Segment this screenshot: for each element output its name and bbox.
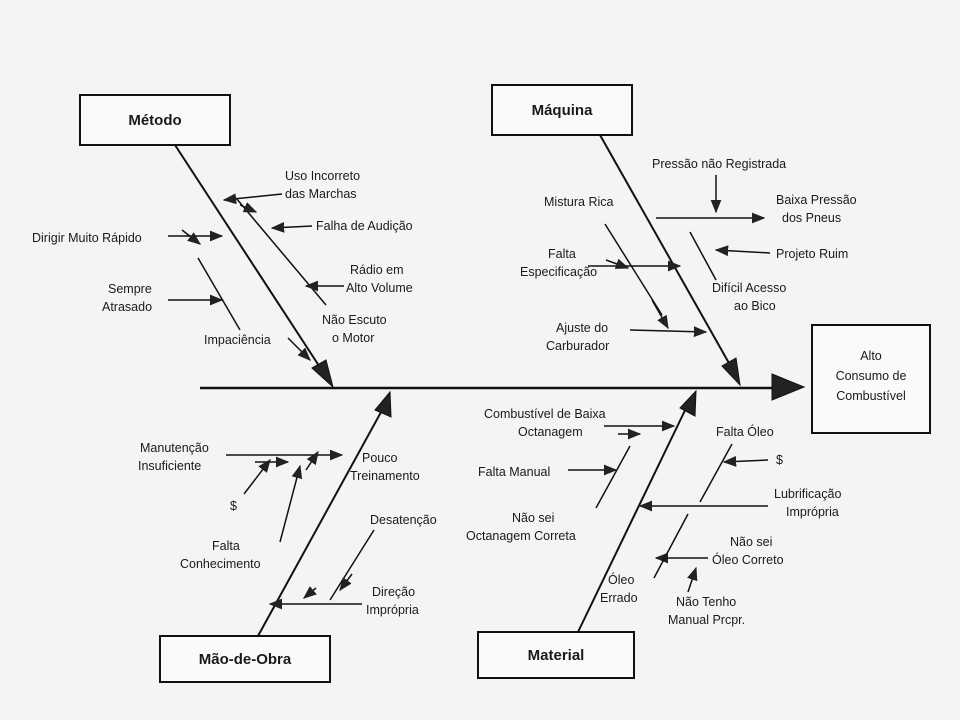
cause-uso-incorreto-1: Uso Incorreto bbox=[285, 169, 360, 183]
cause-dollar-mao-de-obra: $ bbox=[230, 499, 237, 513]
arrow-projeto-ruim bbox=[714, 245, 771, 257]
cause-nao-escuto-2: o Motor bbox=[332, 331, 374, 345]
cause-projeto-ruim: Projeto Ruim bbox=[776, 247, 848, 261]
arrow-desatencao-tip bbox=[302, 586, 317, 599]
metodo-bone bbox=[174, 144, 326, 376]
cause-pressao-nao-registrada: Pressão não Registrada bbox=[652, 157, 786, 171]
spine-arrowhead bbox=[771, 373, 806, 401]
material-box bbox=[477, 631, 635, 679]
sub-bone-falta-manual bbox=[595, 445, 631, 509]
cause-nao-sei-oleo-1: Não sei bbox=[730, 535, 772, 549]
cause-baixa-pressao-1: Baixa Pressão bbox=[776, 193, 857, 207]
arrow-uso-sub bbox=[239, 202, 258, 213]
effect-line-3: Combustível bbox=[836, 389, 905, 403]
mao-de-obra-box bbox=[159, 635, 331, 683]
material-bone bbox=[577, 399, 691, 633]
cause-falta-especificacao-1: Falta bbox=[548, 247, 576, 261]
metodo-box bbox=[79, 94, 231, 146]
cause-nao-escuto-1: Não Escuto bbox=[322, 313, 387, 327]
cause-pouco-treinamento-2: Treinamento bbox=[350, 469, 420, 483]
cause-baixa-pressao-2: dos Pneus bbox=[782, 211, 841, 225]
arrow-impaciencia bbox=[287, 337, 311, 361]
cause-direcao-impropria-2: Imprópria bbox=[366, 603, 419, 617]
cause-lubrificacao-2: Imprópria bbox=[786, 505, 839, 519]
cause-nao-sei-oleo-2: Óleo Correto bbox=[712, 552, 784, 567]
arrow-dollar-mao-de-obra bbox=[243, 458, 271, 495]
arrow-mistura-rica-end bbox=[651, 299, 669, 330]
effect-box bbox=[811, 324, 931, 434]
cause-manutencao-2: Insuficiente bbox=[138, 459, 201, 473]
cause-dificil-acesso-1: Difícil Acesso bbox=[712, 281, 786, 295]
arrow-dollar-material bbox=[722, 456, 769, 467]
arrow-falta-conhecimento bbox=[279, 464, 303, 543]
cause-ajuste-carburador-1: Ajuste do bbox=[556, 321, 608, 335]
effect-line-2: Consumo de bbox=[836, 369, 907, 383]
cause-falta-conhecimento-2: Conhecimento bbox=[180, 557, 261, 571]
arrow-falta-esp-sub bbox=[605, 258, 630, 269]
sub-bone-falta-oleo bbox=[699, 443, 733, 503]
arrow-dirigir-sub bbox=[181, 229, 202, 245]
cause-radio-1: Rádio em bbox=[350, 263, 404, 277]
maquina-bone-arrow bbox=[721, 357, 741, 387]
arrow-falta-conh-sub bbox=[305, 450, 319, 471]
mao-de-obra-bone bbox=[257, 402, 387, 637]
cause-direcao-impropria-1: Direção bbox=[372, 585, 415, 599]
sub-bone-impaciencia bbox=[197, 257, 241, 331]
arrow-direcao-sub bbox=[339, 573, 353, 592]
metodo-label: Método bbox=[128, 112, 181, 129]
cause-nao-sei-octanagem-1: Não sei bbox=[512, 511, 554, 525]
cause-nao-tenho-manual-2: Manual Prcpr. bbox=[668, 613, 745, 627]
maquina-label: Máquina bbox=[532, 102, 593, 119]
cause-nao-tenho-manual-1: Não Tenho bbox=[676, 595, 736, 609]
cause-sempre-atrasado-2: Atrasado bbox=[102, 300, 152, 314]
cause-radio-2: Alto Volume bbox=[346, 281, 413, 295]
arrow-nao-tenho-manual bbox=[687, 566, 698, 593]
mao-de-obra-bone-arrow bbox=[374, 390, 392, 418]
cause-pouco-treinamento-1: Pouco bbox=[362, 451, 397, 465]
cause-falta-conhecimento-1: Falta bbox=[212, 539, 240, 553]
cause-dirigir-rapido: Dirigir Muito Rápido bbox=[32, 231, 142, 245]
arrow-falha-audicao bbox=[270, 221, 313, 233]
cause-oleo-errado-2: Errado bbox=[600, 591, 638, 605]
cause-falta-especificacao-2: Especificação bbox=[520, 265, 597, 279]
cause-nao-sei-octanagem-2: Octanagem Correta bbox=[466, 529, 576, 543]
cause-sempre-atrasado-1: Sempre bbox=[108, 282, 152, 296]
cause-dollar-material: $ bbox=[776, 453, 783, 467]
sub-bone-oleo-errado bbox=[653, 513, 689, 579]
arrow-uso-incorreto bbox=[222, 193, 283, 205]
sub-bone-uso-incorreto bbox=[235, 197, 327, 306]
cause-combustivel-baixa-2: Octanagem bbox=[518, 425, 583, 439]
cause-ajuste-carburador-2: Carburador bbox=[546, 339, 609, 353]
cause-mistura-rica: Mistura Rica bbox=[544, 195, 614, 209]
maquina-box bbox=[491, 84, 633, 136]
mao-de-obra-label: Mão-de-Obra bbox=[199, 651, 292, 668]
arrow-ajuste-carburador bbox=[629, 326, 708, 338]
cause-dificil-acesso-2: ao Bico bbox=[734, 299, 776, 313]
metodo-bone-arrow bbox=[311, 359, 334, 389]
sub-bone-desatencao bbox=[329, 529, 375, 601]
cause-uso-incorreto-2: das Marchas bbox=[285, 187, 357, 201]
material-bone-arrow bbox=[679, 389, 697, 417]
material-label: Material bbox=[528, 647, 585, 664]
cause-falha-audicao: Falha de Audição bbox=[316, 219, 413, 233]
cause-combustivel-baixa-1: Combustível de Baixa bbox=[484, 407, 606, 421]
cause-oleo-errado-1: Óleo bbox=[608, 572, 634, 587]
maquina-bone bbox=[599, 134, 735, 373]
cause-manutencao-1: Manutenção bbox=[140, 441, 209, 455]
sub-bone-dificil-acesso bbox=[689, 231, 717, 281]
cause-lubrificacao-1: Lubrificação bbox=[774, 487, 841, 501]
cause-falta-oleo: Falta Óleo bbox=[716, 424, 774, 439]
effect-line-1: Alto bbox=[860, 349, 882, 363]
cause-impaciencia: Impaciência bbox=[204, 333, 271, 347]
cause-desatencao: Desatenção bbox=[370, 513, 437, 527]
cause-falta-manual: Falta Manual bbox=[478, 465, 550, 479]
